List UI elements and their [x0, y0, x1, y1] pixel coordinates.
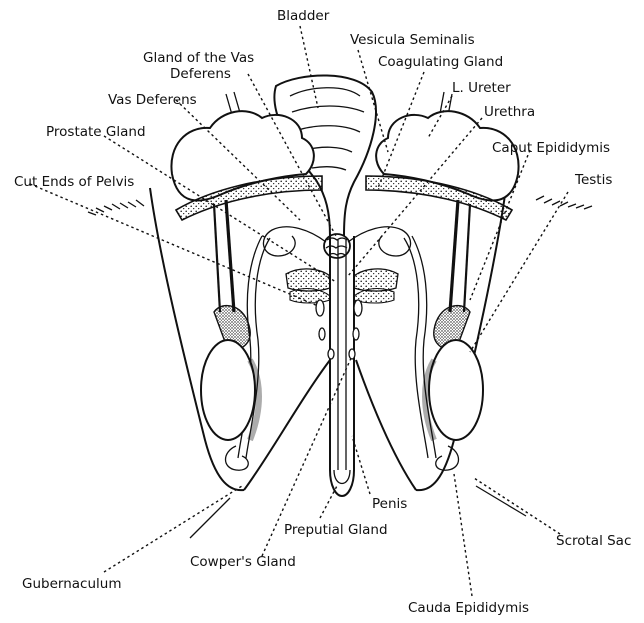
label-gland-of-vas-line1: Gland of the Vas [143, 50, 254, 66]
small-glands [316, 300, 362, 359]
label-gubernaculum: Gubernaculum [22, 576, 121, 592]
label-scrotal-sac: Scrotal Sac [556, 533, 631, 549]
label-cauda-epididymis: Cauda Epididymis [408, 600, 529, 616]
label-cut-ends-of-pelvis: Cut Ends of Pelvis [14, 174, 134, 190]
label-cowpers-gland: Cowper's Gland [190, 554, 296, 570]
label-l-ureter: L. Ureter [452, 80, 511, 96]
label-vesicula-seminalis: Vesicula Seminalis [350, 32, 475, 48]
testis-right [425, 200, 483, 470]
label-bladder: Bladder [277, 8, 330, 24]
label-prostate-gland: Prostate Gland [46, 124, 146, 140]
label-coagulating-gland: Coagulating Gland [378, 54, 503, 70]
urethra-penis [330, 236, 354, 496]
label-penis: Penis [372, 496, 407, 512]
label-caput-epididymis: Caput Epididymis [492, 140, 610, 156]
label-urethra: Urethra [484, 104, 535, 120]
label-preputial-gland: Preputial Gland [284, 522, 388, 538]
label-testis: Testis [574, 172, 612, 188]
prostate-gland [286, 269, 398, 303]
label-gland-of-vas-line2: Deferens [170, 66, 231, 82]
vas-deferens [238, 227, 436, 458]
label-vas-deferens: Vas Deferens [108, 92, 197, 108]
